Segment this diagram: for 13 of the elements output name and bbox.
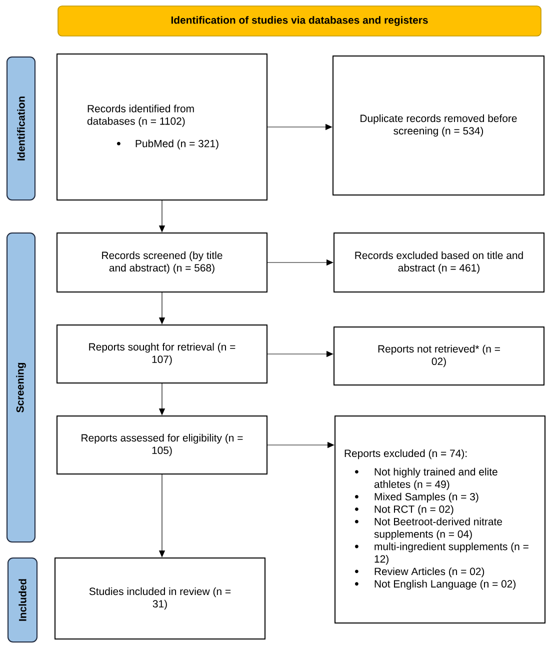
process-box: Records screened (by title and abstract) (n = 568) <box>56 232 268 292</box>
process-box: Reports not retrieved* (n = 02) <box>334 326 544 386</box>
process-box: Reports excluded (n = 74): Not highly trained and elite athletes (n = 49) Mixed Samples (n = 3) Not RCT (n = 02) Not Beetroot-derived nitrate supplements (n = 04) multi-ingredient supplements (n = 12) Review Articles (n = 02) Not English Language (n = 02) <box>334 416 546 624</box>
process-box: Duplicate records removed before screening (n = 534) <box>332 56 544 196</box>
stage-label: Included <box>8 558 38 642</box>
process-box: Reports assessed for eligibility (n = 105) <box>56 416 268 474</box>
process-box: Records identified from databases (n = 1102) PubMed (n = 321) <box>56 54 268 200</box>
stage-label: Screening <box>6 232 36 542</box>
stage-label: Identification <box>6 56 36 200</box>
header-banner: Identification of studies via databases and registers <box>58 6 542 36</box>
process-box: Reports sought for retrieval (n = 107) <box>56 324 268 384</box>
process-box: Records excluded based on title and abstract (n = 461) <box>334 232 544 292</box>
process-box: Studies included in review (n = 31) <box>54 558 266 640</box>
